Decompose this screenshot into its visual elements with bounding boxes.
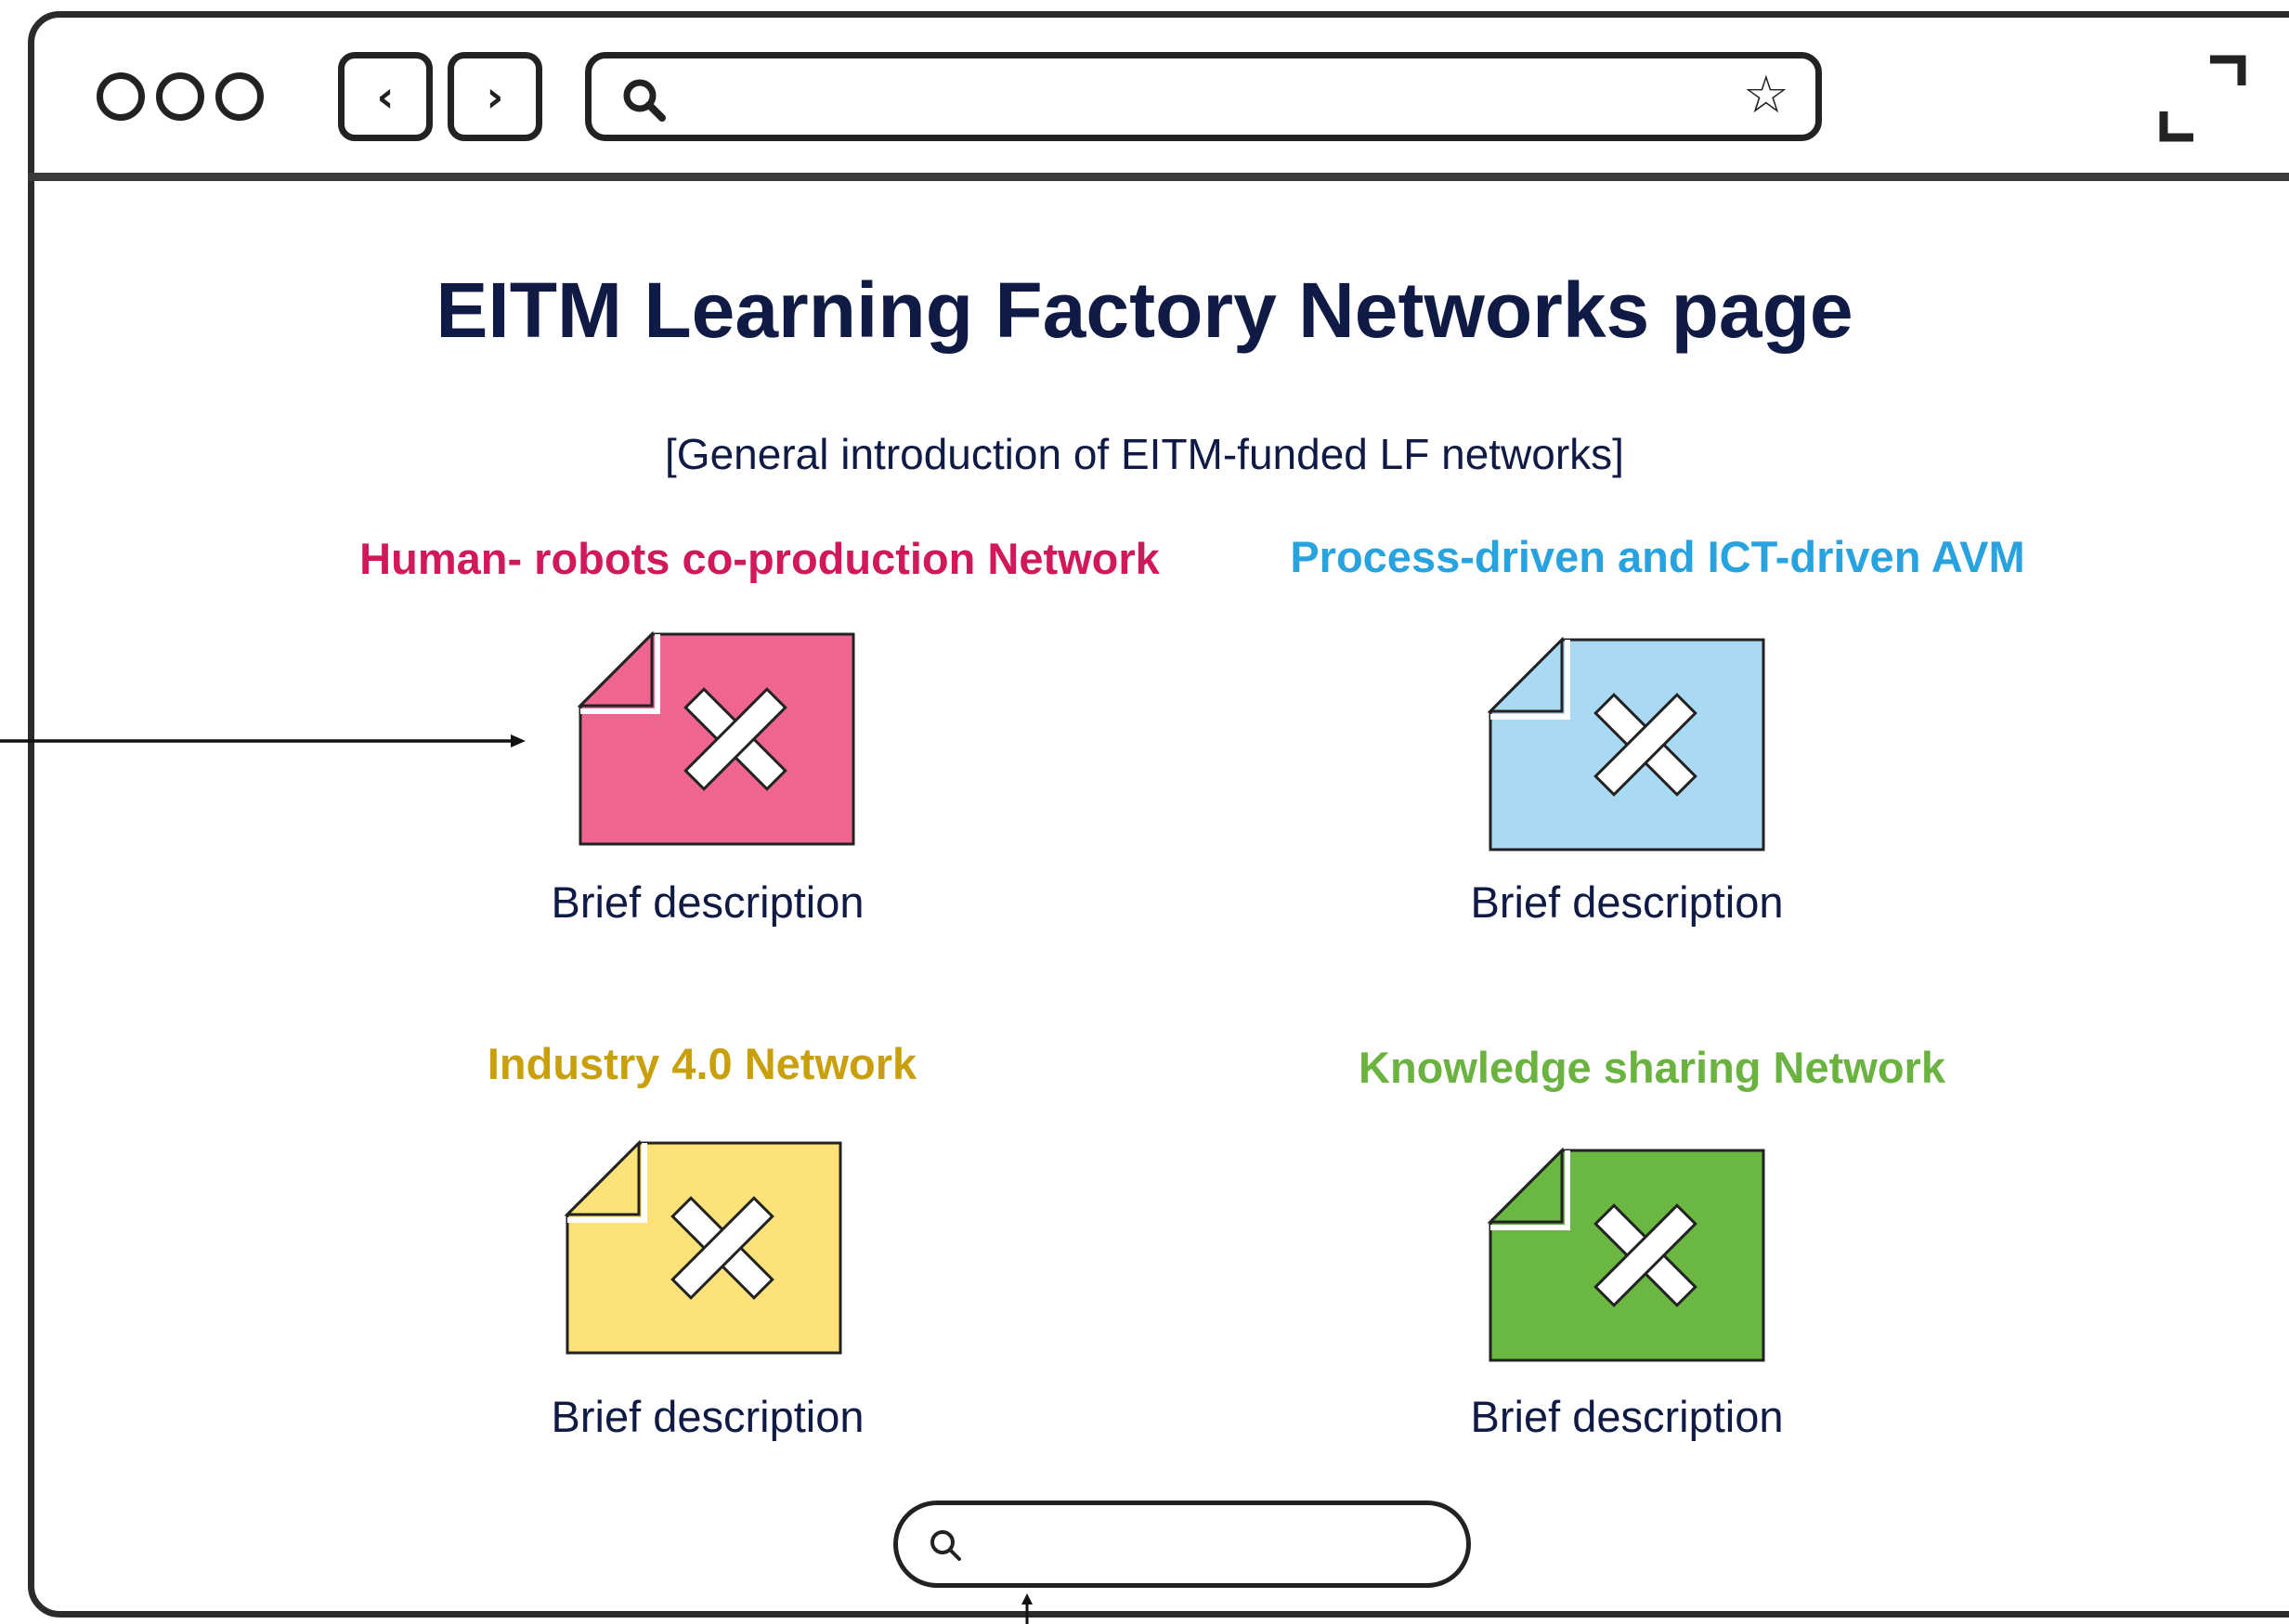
search-icon [930, 1530, 961, 1561]
image-placeholder-icon[interactable] [1488, 1148, 1766, 1363]
back-button[interactable]: ‹ [338, 52, 433, 141]
image-placeholder-icon[interactable] [578, 631, 856, 847]
annotation-arrow-icon [1021, 1593, 1033, 1624]
page-title: EITM Learning Factory Networks page [436, 266, 1853, 354]
window-dot-maximize[interactable] [215, 72, 264, 121]
window-controls [97, 72, 264, 121]
network-description: Brief description [1470, 877, 1784, 927]
chevron-right-icon: › [486, 71, 504, 122]
bottom-search-input[interactable] [893, 1501, 1471, 1588]
network-description: Brief description [1470, 1392, 1784, 1441]
network-description: Brief description [551, 877, 865, 927]
address-bar[interactable]: ☆ [585, 52, 1822, 141]
toolbar-divider [28, 173, 2289, 181]
network-title-process-driven[interactable]: Process-driven and ICT-driven AVM [1290, 532, 2025, 581]
network-title-industry-4[interactable]: Industry 4.0 Network [487, 1039, 917, 1088]
browser-window [28, 11, 2289, 1618]
bookmark-star-icon[interactable]: ☆ [1742, 65, 1789, 125]
network-description: Brief description [551, 1392, 865, 1441]
forward-button[interactable]: › [448, 52, 542, 141]
annotation-arrow-icon [0, 734, 526, 747]
network-title-human-robots[interactable]: Human- robots co-production Network [359, 534, 1160, 583]
window-dot-close[interactable] [97, 72, 145, 121]
image-placeholder-icon[interactable] [1488, 637, 1766, 852]
image-placeholder-icon[interactable] [565, 1140, 843, 1356]
network-title-knowledge-sharing[interactable]: Knowledge sharing Network [1359, 1043, 1945, 1092]
chevron-left-icon: ‹ [376, 71, 395, 122]
search-icon [623, 79, 666, 122]
page-intro: [General introduction of EITM-funded LF … [665, 430, 1624, 478]
expand-icon[interactable] [2156, 52, 2249, 145]
window-dot-minimize[interactable] [156, 72, 204, 121]
